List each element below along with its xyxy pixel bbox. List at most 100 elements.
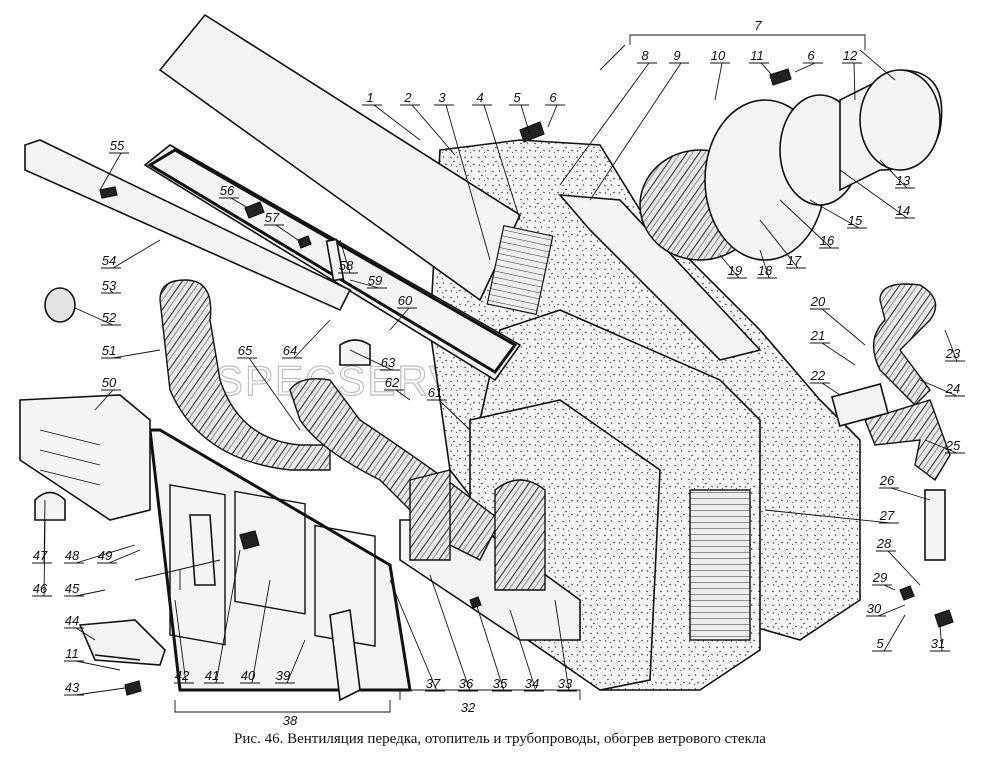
callout-label: 59 [368,273,382,288]
callout-5: 5 [872,614,906,652]
callout-47: 47 [32,499,52,564]
callout-label: 52 [102,310,117,325]
leader-line [764,509,892,524]
leader-line [248,357,301,431]
leader-line [887,550,921,586]
leader-line [230,197,249,209]
leader-line [293,319,331,359]
callout-label: 37 [426,676,441,691]
callout-45: 45 [64,581,106,597]
callout-label: 49 [98,548,112,563]
callout-label: 16 [820,233,835,248]
leader-line [779,199,832,249]
callout-label: 26 [879,473,895,488]
callout-38: 38 [283,713,298,728]
callout-55: 55 [99,138,129,191]
leader-line [944,329,958,362]
callout-63: 63 [349,349,400,371]
leader-line [112,349,161,359]
callout-label: 15 [848,213,863,228]
callout-41: 41 [204,549,241,684]
callout-8: 8 [559,48,657,186]
callout-28: 28 [876,536,921,586]
callout-label: 57 [265,210,280,225]
leader-line [349,349,393,371]
callout-2: 2 [400,90,456,156]
callout-19: 19 [719,254,747,279]
callout-37: 37 [389,579,445,692]
callout-label: 64 [283,343,297,358]
callout-label: 8 [641,48,649,63]
callout-label: 17 [787,253,802,268]
callout-22: 22 [810,368,841,396]
callout-39: 39 [275,639,306,684]
leader-line [879,159,908,189]
callout-56: 56 [219,183,249,209]
leader-line [809,199,860,229]
callout-30: 30 [866,601,906,617]
callout-label: 6 [807,48,815,63]
callout-label: 51 [102,343,116,358]
leader-line [339,239,351,274]
leader-line [890,487,931,501]
callout-52: 52 [74,307,121,326]
leader-line [474,599,505,692]
figure-caption: Рис. 46. Вентиляция передка, отопитель и… [234,731,766,747]
callout-21: 21 [810,328,856,366]
callout-label: 34 [525,676,539,691]
callout-label: 31 [931,636,945,651]
callout-15: 15 [809,199,867,229]
flexible-hoses [159,279,951,591]
leader-line [75,627,96,641]
callout-36: 36 [429,574,478,692]
leader-line [760,62,773,76]
leader-line [821,342,856,366]
callout-label: 41 [205,668,219,683]
leader-line [883,614,906,652]
callout-label: 48 [65,548,80,563]
callout-label: 5 [513,90,521,105]
callout-label: 3 [438,90,446,105]
callout-6: 6 [545,90,565,128]
leader-line [883,584,896,591]
callout-49: 49 [97,548,141,564]
leader-line [759,249,770,279]
leader-line [108,549,141,564]
callout-10: 10 [710,48,730,101]
callout-label: 55 [110,138,125,153]
air-duct-strip [24,139,352,312]
callout-1: 1 [362,90,421,141]
callout-label: 65 [238,343,253,358]
callout-59: 59 [349,273,387,289]
callout-label: 40 [241,668,256,683]
leader-line [215,549,241,684]
callout-35: 35 [474,599,512,692]
callout-57: 57 [264,210,299,241]
callout-label: 30 [867,601,882,616]
callout-label: 4 [476,90,483,105]
callout-label: 11 [65,646,79,661]
leader-line [821,382,841,396]
callout-label: 23 [945,346,961,361]
callout-31: 31 [930,624,950,652]
callout-label: 39 [276,668,290,683]
leader-line [924,439,958,454]
callout-5: 5 [509,90,531,136]
callout-label: 29 [872,570,887,585]
callout-46: 46 [32,519,52,597]
callout-65: 65 [237,343,301,431]
leader-line [559,62,650,186]
leader-line [75,544,136,564]
leader-line [589,62,682,201]
callout-51: 51 [101,343,161,359]
callout-label: 7 [754,18,762,33]
leader-line [74,307,114,326]
leader-line [395,389,411,401]
callout-label: 13 [896,173,911,188]
callout-14: 14 [839,169,915,219]
leader-line [411,104,456,156]
leader-line [547,104,558,128]
callout-label: 47 [33,548,48,563]
